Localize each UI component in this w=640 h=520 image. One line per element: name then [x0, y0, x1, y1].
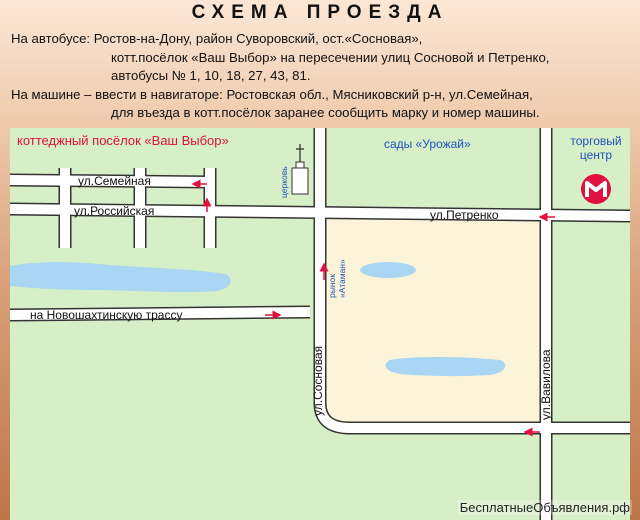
settlement-label: коттеджный посёлок «Ваш Выбор» — [17, 133, 229, 148]
mall-label-2: центр — [580, 148, 613, 162]
bus-line-3: автобусы № 1, 10, 18, 27, 43, 81. — [111, 68, 311, 83]
mall-label-1: торговый — [570, 134, 621, 148]
watermark: БесплатныеОбъявления.рф — [457, 500, 632, 515]
bus-directions: На автобусе: Ростов-на-Дону, район Сувор… — [11, 30, 636, 49]
lake-south — [385, 357, 506, 377]
directions-text: На автобусе: Ростов-на-Дону, район Сувор… — [11, 30, 636, 123]
rossiyskaya-label: ул.Российская — [74, 204, 154, 218]
car-line-1: Ростовская обл., Мясниковский р-н, ул.Се… — [226, 86, 533, 102]
market-field — [326, 216, 546, 428]
market-label-1: рынок — [327, 274, 337, 298]
novoshakhtinsk-label: на Новошахтинскую трассу — [30, 308, 182, 322]
petrenko-label: ул.Петренко — [430, 208, 499, 222]
lake-market — [360, 262, 416, 278]
bus-line-1: Ростов-на-Дону, район Суворовский, ост.«… — [93, 31, 423, 46]
road-fills — [10, 128, 630, 520]
market-label-2: «Атаман» — [337, 259, 347, 298]
route-arrows — [191, 179, 555, 437]
lake-west — [10, 262, 231, 293]
church-icon — [291, 144, 309, 195]
car-line-2: для въезда в котт.посёлок заранее сообщи… — [111, 105, 540, 120]
sosnovaya-label: ул.Сосновая — [311, 346, 325, 416]
vavilova-label: ул.Вавилова — [539, 349, 553, 420]
route-map: коттеджный посёлок «Ваш Выбор» сады «Уро… — [10, 128, 630, 520]
semeynaya-label: ул.Семейная — [78, 174, 151, 188]
mall-logo-icon — [581, 174, 611, 204]
car-directions: На машине – ввести в навигаторе: Ростовс… — [11, 86, 636, 105]
gardens-label: сады «Урожай» — [384, 137, 471, 151]
bus-intro: На автобусе: — [11, 31, 91, 46]
page-title: СХЕМА ПРОЕЗДА — [191, 2, 449, 23]
car-intro: На машине – ввести в навигаторе: — [11, 86, 223, 102]
church-label: церковь — [279, 166, 289, 198]
bus-line-2: котт.посёлок «Ваш Выбор» на пересечении … — [111, 49, 550, 65]
